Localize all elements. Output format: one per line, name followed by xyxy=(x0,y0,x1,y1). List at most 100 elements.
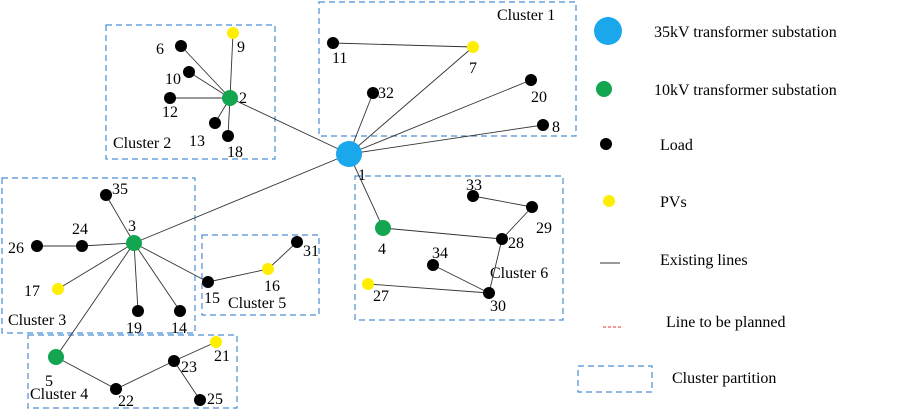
node-label-13: 13 xyxy=(189,133,205,150)
node-label-16: 16 xyxy=(264,278,280,295)
line-16-31 xyxy=(267,241,298,270)
node-label-3: 3 xyxy=(128,218,136,235)
line-5-22 xyxy=(55,356,117,390)
node-label-31: 31 xyxy=(303,243,319,260)
line-2-10 xyxy=(188,71,231,99)
node-label-4: 4 xyxy=(378,241,386,258)
node-6 xyxy=(175,40,187,52)
node-label-6: 6 xyxy=(156,41,164,58)
node-15 xyxy=(202,276,214,288)
node-3 xyxy=(126,235,142,251)
node-label-29: 29 xyxy=(536,220,552,237)
node-30 xyxy=(483,287,495,299)
cluster-label-c3: Cluster 3 xyxy=(8,312,66,329)
node-23 xyxy=(168,355,180,367)
node-label-21: 21 xyxy=(214,348,230,365)
node-label-12: 12 xyxy=(162,104,178,121)
node-32 xyxy=(367,87,379,99)
legend-label-pv: PVs xyxy=(660,194,687,211)
cluster-label-c6: Cluster 6 xyxy=(490,265,548,282)
node-label-1: 1 xyxy=(358,167,366,184)
node-21 xyxy=(210,336,222,348)
node-8 xyxy=(537,119,549,131)
legend: 35kV transformer substation 10kV transfor… xyxy=(577,17,837,393)
cluster-box-c3 xyxy=(1,177,196,334)
legend-label-sub35: 35kV transformer substation xyxy=(654,24,837,41)
node-24 xyxy=(76,240,88,252)
node-2 xyxy=(222,90,238,106)
line-1-2 xyxy=(229,97,350,155)
line-2-6 xyxy=(180,45,231,99)
node-7 xyxy=(467,41,479,53)
node-label-22: 22 xyxy=(118,393,134,410)
node-label-17: 17 xyxy=(24,283,40,300)
node-label-28: 28 xyxy=(508,235,524,252)
line-4-28 xyxy=(382,227,503,240)
node-13 xyxy=(209,117,221,129)
node-label-9: 9 xyxy=(237,39,245,56)
node-label-2: 2 xyxy=(239,90,247,107)
node-label-23: 23 xyxy=(181,359,197,376)
line-30-34 xyxy=(432,264,490,294)
node-1 xyxy=(336,141,362,167)
node-layer: 1234567891011121314151617181920212223242… xyxy=(8,27,560,410)
line-29-33 xyxy=(472,195,533,208)
node-label-10: 10 xyxy=(165,71,181,88)
node-label-11: 11 xyxy=(332,50,347,67)
legend-label-sub10: 10kV transformer substation xyxy=(654,82,837,99)
node-label-35: 35 xyxy=(112,181,128,198)
line-3-35 xyxy=(105,194,135,244)
node-label-32: 32 xyxy=(378,85,394,102)
line-3-17 xyxy=(57,242,135,290)
line-3-5 xyxy=(55,242,135,358)
node-9 xyxy=(227,27,239,39)
node-label-7: 7 xyxy=(469,60,477,77)
node-label-24: 24 xyxy=(72,221,88,238)
node-10 xyxy=(183,66,195,78)
line-1-8 xyxy=(348,124,544,155)
cluster-label-c2: Cluster 2 xyxy=(113,135,171,152)
line-23-25 xyxy=(173,360,201,401)
line-1-3 xyxy=(133,153,350,244)
legend-pv-marker xyxy=(603,195,615,207)
cluster-box-c2 xyxy=(105,24,276,160)
node-label-25: 25 xyxy=(207,391,223,408)
node-25 xyxy=(194,394,206,406)
node-28 xyxy=(496,233,508,245)
node-4 xyxy=(375,220,391,236)
legend-label-load: Load xyxy=(660,137,693,154)
line-1-20 xyxy=(348,79,532,155)
node-31 xyxy=(291,236,303,248)
legend-label-existing: Existing lines xyxy=(660,252,748,269)
cluster-label-c1: Cluster 1 xyxy=(497,7,555,24)
node-label-5: 5 xyxy=(45,373,53,390)
node-14 xyxy=(174,305,186,317)
node-18 xyxy=(222,130,234,142)
line-11-7 xyxy=(332,42,474,48)
line-3-14 xyxy=(133,242,181,312)
line-3-15 xyxy=(133,242,209,283)
node-label-20: 20 xyxy=(531,89,547,106)
legend-label-planned: Line to be planned xyxy=(666,314,786,331)
node-22 xyxy=(110,383,122,395)
line-1-4 xyxy=(348,153,384,229)
node-12 xyxy=(164,92,176,104)
cluster-box-c5 xyxy=(201,234,320,316)
cluster-label-c5: Cluster 5 xyxy=(228,295,286,312)
legend-label-cluster: Cluster partition xyxy=(672,370,776,387)
node-11 xyxy=(327,37,339,49)
node-35 xyxy=(100,189,112,201)
cluster-box-c4 xyxy=(27,334,238,409)
node-label-19: 19 xyxy=(126,320,142,337)
line-15-16 xyxy=(207,268,269,283)
node-20 xyxy=(525,74,537,86)
legend-sub35-marker xyxy=(594,17,622,45)
node-label-8: 8 xyxy=(552,119,560,136)
node-label-26: 26 xyxy=(8,240,24,257)
line-2-9 xyxy=(229,32,234,99)
node-29 xyxy=(526,201,538,213)
line-22-23 xyxy=(115,360,175,390)
node-label-18: 18 xyxy=(227,144,243,161)
